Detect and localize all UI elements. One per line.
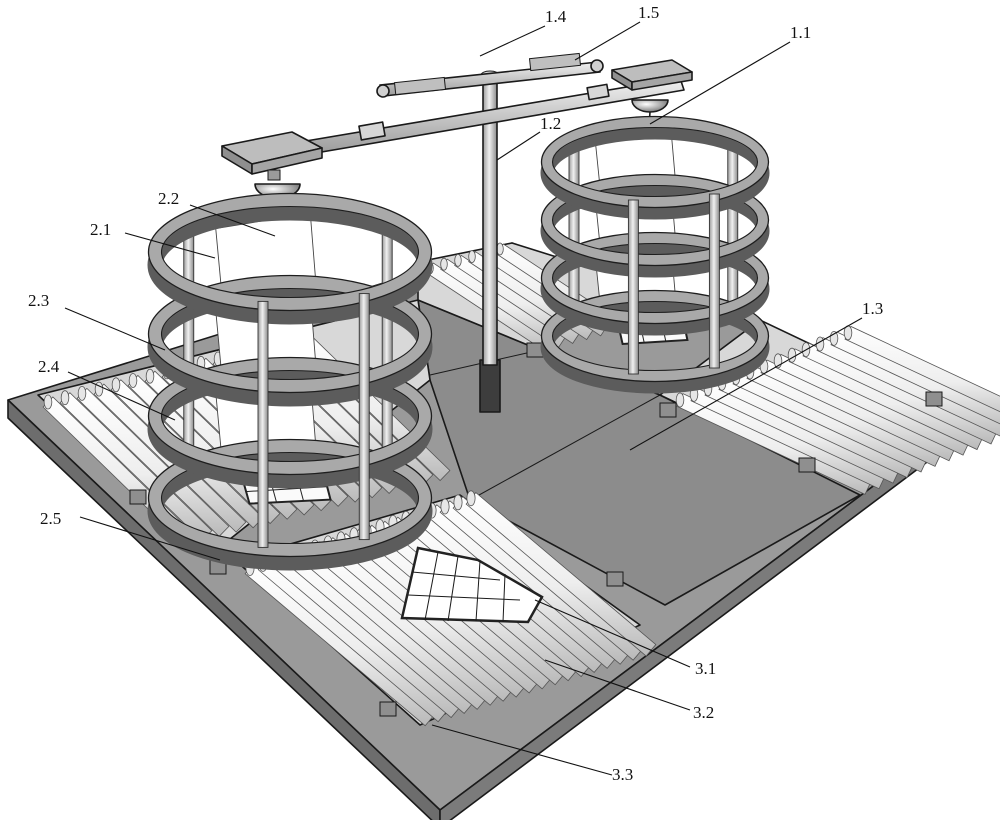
ring-post [358,293,370,541]
sensor-block [659,402,677,418]
leader-2.5 [79,516,221,561]
solar-panel-front [400,546,544,624]
label-1.1: 1.1 [790,23,811,42]
ring-post [381,217,393,471]
ring-band [541,290,769,382]
gripper-head-right [611,59,693,145]
ring-band [541,232,769,324]
pole-base-clamp [479,359,501,413]
roller-end [60,390,70,406]
ring-post [257,300,269,548]
label-2.3: 2.3 [28,291,49,310]
roller-end [453,494,463,511]
label-3.2: 3.2 [693,703,714,722]
label-2.1: 2.1 [90,220,111,239]
leader-1.4 [479,25,546,57]
sensor-block [379,701,397,717]
roller-end [128,373,138,388]
leader-1.5 [574,21,641,61]
ring-post [627,199,639,375]
sensor-block [129,489,147,505]
leader-3.2 [544,659,691,711]
ring-post [183,220,195,474]
leader-2.2 [189,204,276,237]
ring-band [148,439,432,557]
label-3.1: 3.1 [695,659,716,678]
leader-1.1 [649,41,791,125]
roller-end [787,347,797,363]
roller-end [111,377,121,393]
sensor-block [925,391,943,407]
ring-post [568,137,580,319]
label-2.2: 2.2 [158,189,179,208]
roller-end [77,385,87,401]
leader-lines [64,21,863,776]
upper-crossbar [376,52,604,98]
base-frame-front-left [7,399,441,820]
ring-post [727,135,739,317]
leader-1.3 [629,317,863,451]
label-2.5: 2.5 [40,509,61,528]
leader-1.2 [496,131,541,161]
ring-stack-left [147,192,433,571]
label-3.3: 3.3 [612,765,633,784]
roller-end [675,392,685,408]
roller-end [468,250,476,264]
ring-band [541,116,769,208]
roller-end [454,253,462,267]
sensor-block [798,457,816,473]
leader-3.3 [431,724,613,776]
leader-2.4 [67,371,176,421]
leader-3.1 [534,599,691,668]
roller-end [43,394,53,410]
label-1.4: 1.4 [545,7,567,26]
label-1.5: 1.5 [638,3,659,22]
ring-band [148,193,432,311]
roller-end [466,490,476,507]
ring-stack-right [540,115,770,394]
sensor-block [606,571,624,587]
roller-end [145,368,155,384]
label-2.4: 2.4 [38,357,60,376]
ring-band [148,357,432,475]
label-1.2: 1.2 [540,114,561,133]
ring-band [148,275,432,393]
ring-post [708,193,720,369]
leader-2.1 [124,232,216,259]
platform-seam-2 [469,394,661,501]
ring-band [541,174,769,266]
roller-end [440,498,450,515]
label-1.3: 1.3 [862,299,883,318]
leader-2.3 [64,307,166,351]
callout-labels: 1.1 1.2 1.3 1.4 1.5 2.1 2.2 2.3 2.4 2.5 … [28,3,883,784]
roller-end [440,257,448,271]
